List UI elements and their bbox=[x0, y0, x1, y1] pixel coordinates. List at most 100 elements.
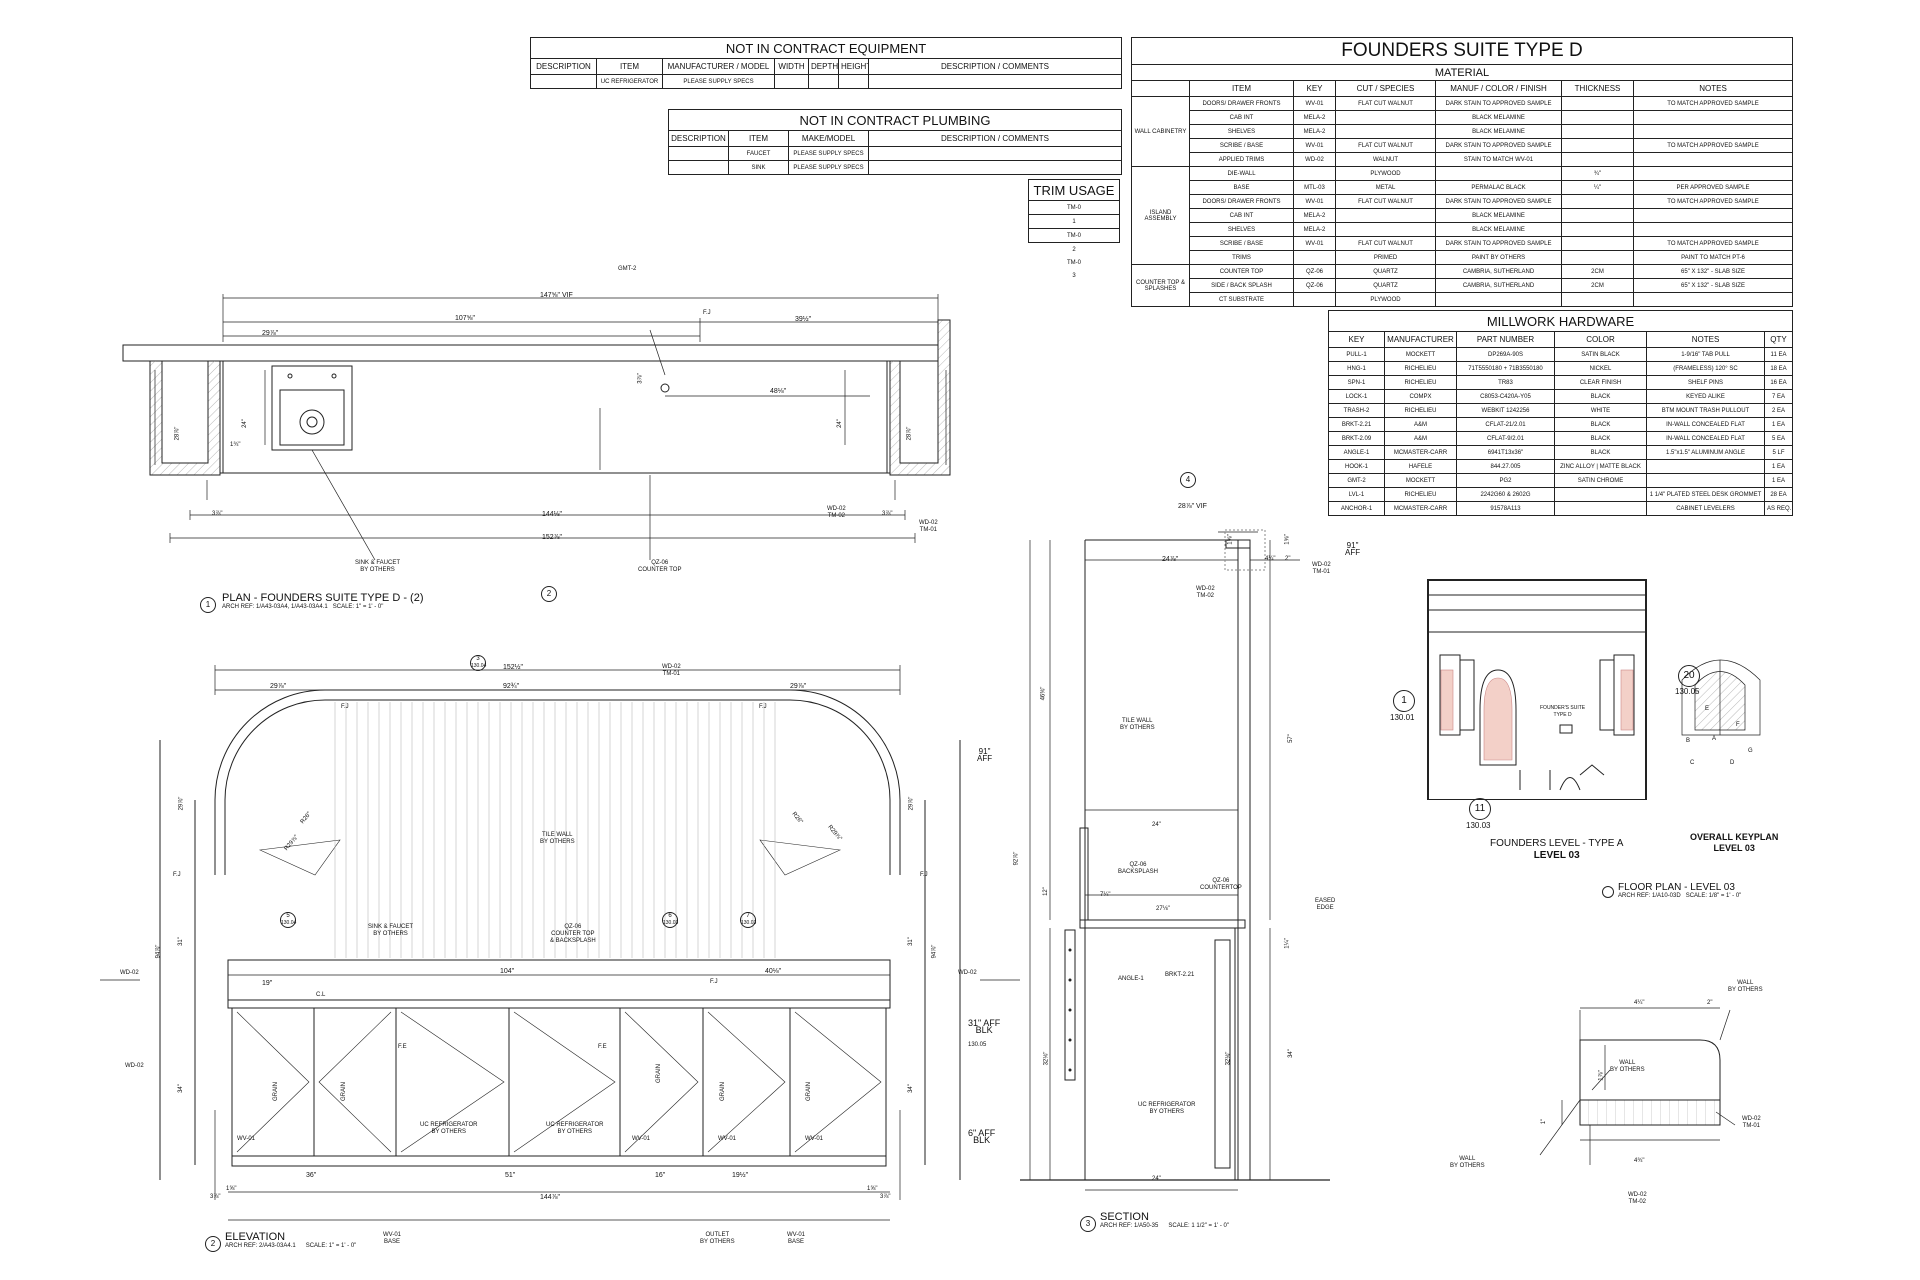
material-cell: QZ-06 bbox=[1293, 264, 1336, 279]
material-cell bbox=[1561, 292, 1634, 307]
floorplan-bubble-1-sheet: 130.01 bbox=[1390, 713, 1415, 722]
hardware-cell: SPN-1 bbox=[1328, 375, 1385, 390]
plan-dim-4818: 48⅛" bbox=[770, 388, 787, 395]
equip-header-cell: DESCRIPTION / COMMENTS bbox=[868, 58, 1122, 75]
elev-fj-left: F.J bbox=[341, 704, 349, 710]
hardware-cell: 1 1/4" PLATED STEEL DESK GROMMET bbox=[1646, 487, 1765, 502]
floorplan-ref-text: ARCH REF: 1/A10-03D bbox=[1618, 893, 1681, 899]
elev-cl-mark: C.L bbox=[316, 992, 326, 998]
elev-marker-5-num: 5 bbox=[286, 913, 290, 919]
plan-sink-label: SINK & FAUCET BY OTHERS bbox=[355, 560, 401, 573]
section-wd-tm02: WD-02 TM-02 bbox=[1196, 586, 1215, 599]
elev-dim-2978-left: 29⅞" bbox=[270, 683, 287, 690]
floorplan-bubble-11: 11 bbox=[1469, 798, 1491, 820]
elev-wvbase-right: WV-01 BASE bbox=[787, 1232, 806, 1245]
plan-marker-2: 2 bbox=[541, 586, 557, 602]
plumb-header-cell: MAKE/MODEL bbox=[788, 130, 869, 147]
elev-fj-side-left: F.J bbox=[173, 872, 181, 878]
material-cell: DARK STAIN TO APPROVED SAMPLE bbox=[1435, 236, 1562, 251]
section-ref-text: ARCH REF: 1/A50-35 bbox=[1100, 1223, 1159, 1229]
hardware-cell: ZINC ALLOY | MATTE BLACK bbox=[1554, 459, 1647, 474]
material-header-cell: CUT / SPECIES bbox=[1335, 80, 1436, 97]
material-cell: 2CM bbox=[1561, 264, 1634, 279]
hardware-cell: CFLAT-9/2.01 bbox=[1456, 431, 1555, 446]
hardware-cell: C8053-C420A-Y05 bbox=[1456, 389, 1555, 404]
material-cell: 65" X 132" - SLAB SIZE bbox=[1633, 264, 1793, 279]
equip-cell bbox=[774, 74, 809, 89]
detail-dim-178: 1⅞" bbox=[1598, 1070, 1605, 1081]
material-cell bbox=[1633, 292, 1793, 307]
section-qz-bs: QZ-06 BACKSPLASH bbox=[1118, 862, 1159, 875]
material-cell: DOORS/ DRAWER FRONTS bbox=[1189, 96, 1294, 111]
trim-usage-row: 2 bbox=[1029, 243, 1120, 257]
material-cell: MELA-2 bbox=[1293, 208, 1336, 223]
hardware-cell: LOCK-1 bbox=[1328, 389, 1385, 404]
elev-dim-158-right: 1⅝" bbox=[867, 1186, 878, 1192]
section-angle-label: ANGLE-1 bbox=[1118, 976, 1144, 982]
material-header-cell: MANUF / COLOR / FINISH bbox=[1435, 80, 1562, 97]
material-cell bbox=[1561, 236, 1634, 251]
plan-dim-3912: 39½" bbox=[795, 316, 812, 323]
elev-wvbase-left: WV-01 BASE bbox=[383, 1232, 402, 1245]
floorplan-room-label: FOUNDER'S SUITE TYPE D bbox=[1540, 705, 1586, 718]
material-cell: SCRIBE / BASE bbox=[1189, 236, 1294, 251]
trim-usage-cell: TM-0 bbox=[1028, 200, 1120, 215]
material-cell: ¼" bbox=[1561, 180, 1634, 195]
elev-dim-19: 19" bbox=[262, 980, 273, 987]
material-cell: DARK STAIN TO APPROVED SAMPLE bbox=[1435, 138, 1562, 153]
plumb-header-cell: ITEM bbox=[728, 130, 789, 147]
floorplan-outline bbox=[1427, 579, 1647, 800]
plan-qz-label: QZ-06 COUNTER TOP bbox=[638, 560, 682, 573]
elevation-drawing bbox=[100, 665, 1020, 1221]
elev-wd02-left-label: WD-02 bbox=[120, 970, 139, 976]
elev-dim-4018: 40⅛" bbox=[765, 968, 782, 975]
hardware-cell: RICHELIEU bbox=[1384, 361, 1457, 376]
plumb-cell bbox=[668, 146, 729, 161]
material-cell: FLAT CUT WALNUT bbox=[1335, 138, 1436, 153]
section-dim-2718: 27⅛" bbox=[1156, 906, 1170, 912]
material-cell bbox=[1633, 124, 1793, 139]
elev-wv01-1: WV-01 bbox=[237, 1136, 256, 1142]
equip-header-cell: ITEM bbox=[596, 58, 663, 75]
hardware-cell: SATIN CHROME bbox=[1554, 473, 1647, 488]
material-cell bbox=[1561, 124, 1634, 139]
plan-drawing bbox=[122, 294, 951, 561]
hardware-cell: 71T5550180 + 71B3550180 bbox=[1456, 361, 1555, 376]
material-cell bbox=[1335, 124, 1436, 139]
floorplan-highlight-right bbox=[1620, 669, 1634, 731]
elev-fe-right: F.E bbox=[598, 1044, 607, 1050]
material-cell: TRIMS bbox=[1189, 250, 1294, 265]
hardware-cell: RICHELIEU bbox=[1384, 487, 1457, 502]
elev-fj-mid: F.J bbox=[710, 979, 718, 985]
hardware-cell: 844.27.005 bbox=[1456, 459, 1555, 474]
floorplan-highlight-tub bbox=[1483, 677, 1513, 761]
elevation-view-number: 2 bbox=[205, 1236, 221, 1252]
trim-usage-title: TRIM USAGE bbox=[1028, 179, 1120, 201]
section-drawing bbox=[1020, 529, 1330, 1191]
section-dim-3218-right: 32⅛" bbox=[1225, 1051, 1232, 1066]
trim-usage-row: 1 bbox=[1028, 214, 1120, 229]
hardware-title: MILLWORK HARDWARE bbox=[1328, 310, 1793, 332]
elev-marker-3-num: 3 bbox=[476, 656, 480, 662]
nic-equipment-title: NOT IN CONTRACT EQUIPMENT bbox=[530, 37, 1122, 59]
plumb-cell: PLEASE SUPPLY SPECS bbox=[788, 146, 869, 161]
section-wall bbox=[1237, 539, 1251, 1181]
material-cell: MELA-2 bbox=[1293, 222, 1336, 237]
section-dim-24-top: 24" bbox=[1152, 822, 1161, 828]
elev-marker-7-sheet: 130.03 bbox=[741, 920, 757, 926]
material-cell: FLAT CUT WALNUT bbox=[1335, 194, 1436, 209]
material-cell: TO MATCH APPROVED SAMPLE bbox=[1633, 236, 1793, 251]
plan-dim-2978: 29⅞" bbox=[262, 330, 279, 337]
trim-usage-row: 3 bbox=[1029, 269, 1120, 282]
